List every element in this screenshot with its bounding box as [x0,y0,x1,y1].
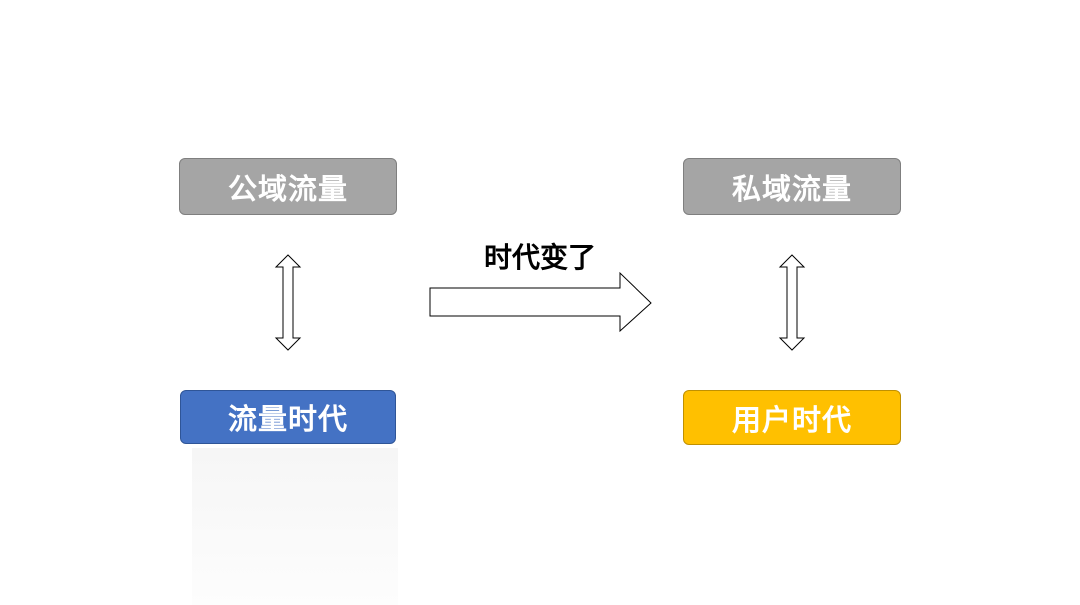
traffic-era-box: 流量时代 [180,390,396,444]
background-shadow [192,448,398,605]
transition-label: 时代变了 [483,241,596,274]
left-double-arrow-icon [274,254,302,351]
right-double-arrow-icon [778,254,806,351]
private-traffic-box: 私域流量 [683,158,901,215]
user-era-box: 用户时代 [683,390,901,445]
transition-arrow-icon [429,271,652,333]
public-traffic-box: 公域流量 [179,158,397,215]
